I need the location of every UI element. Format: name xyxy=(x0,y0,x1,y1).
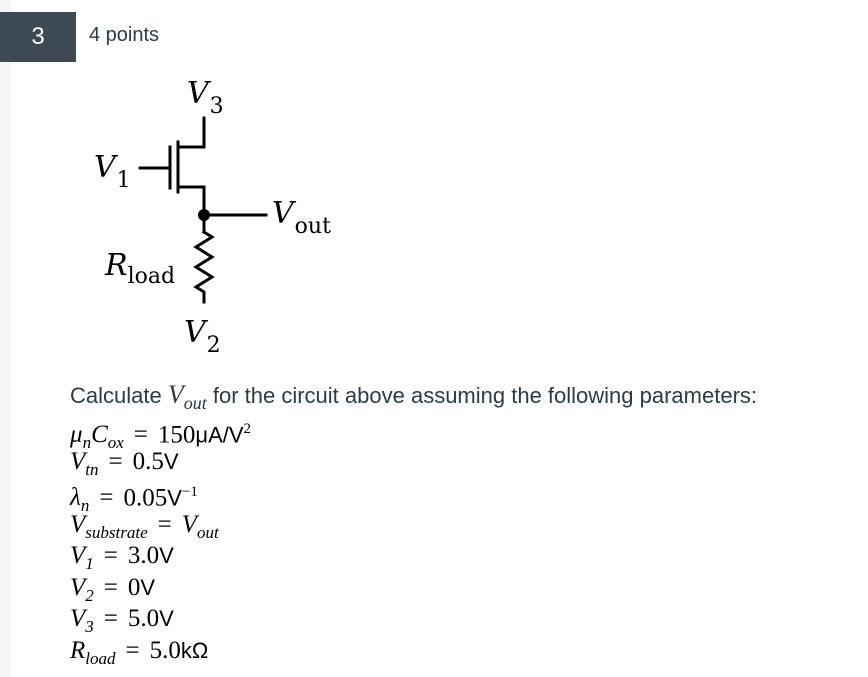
question-points: 4 points xyxy=(89,24,160,46)
param-row-v2: V2=0V xyxy=(70,573,156,605)
v3-label: V3 xyxy=(187,76,224,119)
prompt-variable: Vout xyxy=(167,380,207,414)
vout-label: Vout xyxy=(272,196,331,239)
question-number: 3 xyxy=(31,23,45,50)
v1-label: V1 xyxy=(94,150,131,193)
param-row-lambda: λn=0.05V−1 xyxy=(70,484,198,516)
v2-label: V2 xyxy=(184,315,221,358)
prompt-before: Calculate xyxy=(70,383,168,408)
question-prompt: Calculate Vout for the circuit above ass… xyxy=(70,380,757,414)
question-number-badge: 3 xyxy=(0,12,76,62)
circuit-diagram: V3 V1 Vout Rload V2 xyxy=(94,76,331,358)
rload-label: Rload xyxy=(104,248,175,289)
param-row-mun-cox: μnCox=150μA/V2 xyxy=(70,421,252,453)
parameter-list: μnCox=150μA/V2 Vtn=0.5V λn=0.05V−1 Vsubs… xyxy=(70,414,252,668)
left-rule xyxy=(0,0,11,677)
param-row-v3: V3=5.0V xyxy=(70,605,174,636)
prompt-after: for the circuit above assuming the follo… xyxy=(206,383,758,408)
param-row-vsubstrate: Vsubstrate=Vout xyxy=(70,510,219,542)
output-node-dot xyxy=(198,209,210,221)
param-row-v1: V1=3.0V xyxy=(70,542,174,573)
param-row-vtn: Vtn=0.5V xyxy=(70,447,179,479)
param-row-rload: Rload=5.0kΩ xyxy=(70,636,209,668)
resistor-zigzag xyxy=(193,229,215,304)
